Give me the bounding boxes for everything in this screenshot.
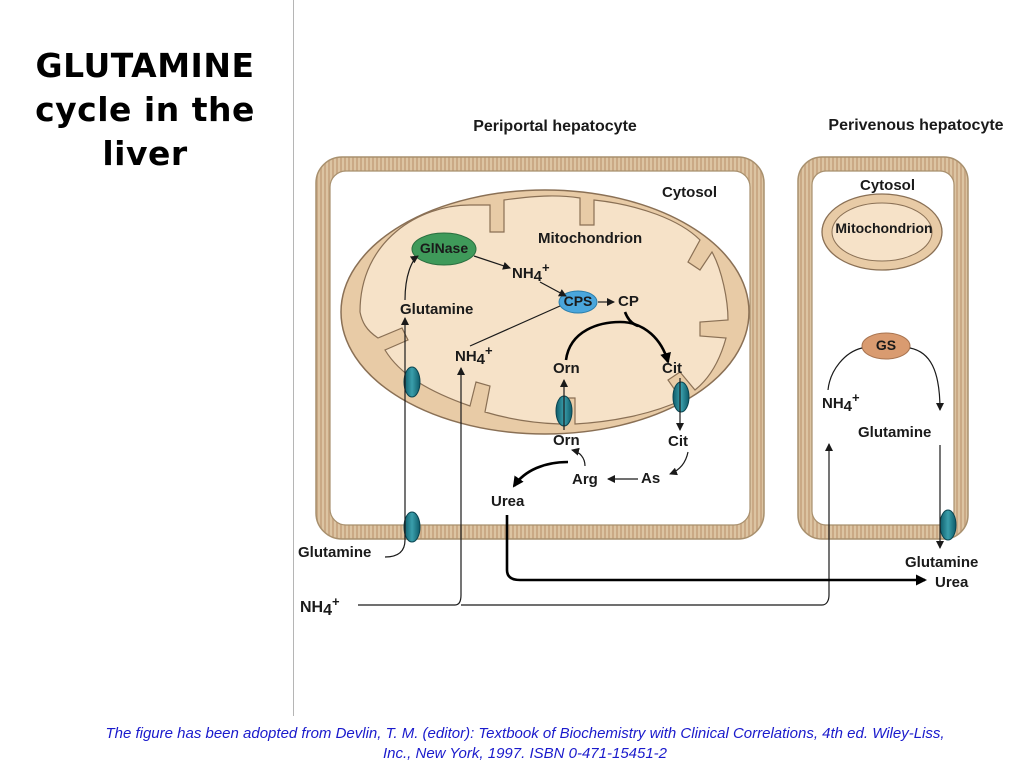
transporter-mito-glutamine bbox=[403, 366, 421, 398]
periportal-heading: Periportal hepatocyte bbox=[473, 118, 637, 135]
glutamine-output-label: Glutamine bbox=[905, 554, 978, 571]
periportal-cytosol-label: Cytosol bbox=[662, 184, 717, 201]
figure-caption: The figure has been adopted from Devlin,… bbox=[30, 724, 1020, 764]
cps-label: CPS bbox=[564, 293, 593, 309]
gs-enzyme bbox=[861, 332, 911, 360]
glnase-enzyme bbox=[411, 232, 477, 266]
nh4-label-mito-left: NH4+ bbox=[455, 343, 493, 368]
transporter-membrane-glutamine bbox=[403, 511, 421, 543]
periportal-mitochondrion-label: Mitochondrion bbox=[538, 230, 642, 247]
cit-label-cytosol: Cit bbox=[668, 433, 688, 450]
cp-label: CP bbox=[618, 293, 639, 310]
title-line-1: GLUTAMINE bbox=[35, 46, 255, 85]
orn-label-mito: Orn bbox=[553, 360, 580, 377]
transporter-mito-cit bbox=[672, 381, 690, 413]
urea-label-cytosol: Urea bbox=[491, 493, 525, 510]
gs-label: GS bbox=[876, 337, 896, 353]
perivenous-mitochondrion bbox=[821, 193, 943, 271]
title-line-2: cycle in the bbox=[35, 90, 255, 129]
as-label: As bbox=[641, 470, 660, 487]
slide-title: GLUTAMINE cycle in the liver bbox=[0, 44, 290, 176]
pathway-arrows bbox=[358, 255, 944, 606]
caption-line-2: Inc., New York, 1997. ISBN 0-471-15451-2 bbox=[382, 745, 668, 762]
figure-frame bbox=[293, 0, 1024, 716]
urea-cycle-bold-arrows bbox=[505, 311, 927, 586]
nh4-input-label: NH4+ bbox=[300, 594, 340, 619]
glutamine-label-mito: Glutamine bbox=[400, 301, 473, 318]
perivenous-cytosol-label: Cytosol bbox=[860, 177, 915, 194]
nh4-label-perivenous: NH4+ bbox=[822, 390, 860, 415]
cit-label-mito: Cit bbox=[662, 360, 682, 377]
title-line-3: liver bbox=[102, 134, 188, 173]
cps-enzyme bbox=[558, 290, 598, 314]
glutamine-input-label: Glutamine bbox=[298, 544, 371, 561]
glutamine-label-perivenous: Glutamine bbox=[858, 424, 931, 441]
perivenous-mitochondrion-label: Mitochondrion bbox=[835, 220, 932, 236]
perivenous-heading: Perivenous hepatocyte bbox=[828, 117, 1003, 134]
glutamine-cycle-diagram: Periportal hepatocyte Perivenous hepatoc… bbox=[298, 117, 1004, 619]
caption-line-1: The figure has been adopted from Devlin,… bbox=[105, 725, 945, 742]
transporter-perivenous-glutamine bbox=[939, 509, 957, 541]
urea-output-label: Urea bbox=[935, 574, 969, 591]
arg-label: Arg bbox=[572, 471, 598, 488]
glnase-label: GlNase bbox=[420, 240, 468, 256]
nh4-label-mito-top: NH4+ bbox=[512, 260, 550, 285]
orn-label-cytosol: Orn bbox=[553, 432, 580, 449]
